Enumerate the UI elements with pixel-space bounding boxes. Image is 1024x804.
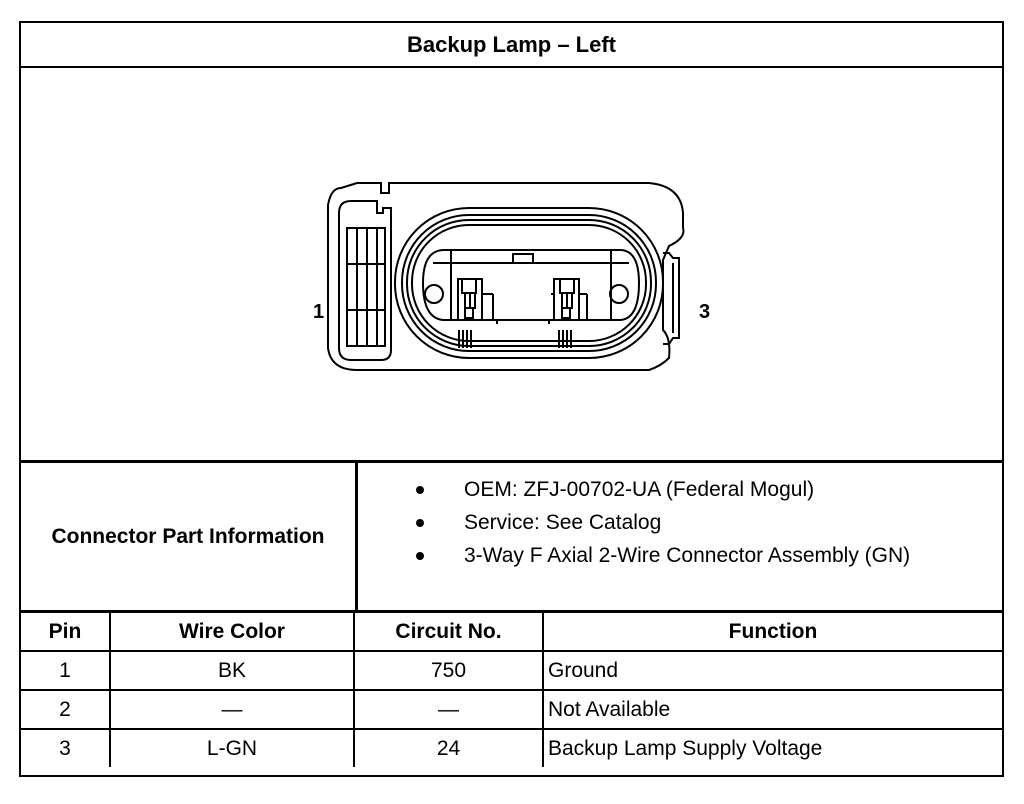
bullet-icon (416, 519, 424, 527)
connector-drawing-area: 1 3 (21, 68, 1002, 463)
connector-face-drawing: 1 3 (313, 182, 710, 371)
pin-label-3: 3 (699, 301, 710, 323)
connector-housing-outline (327, 182, 685, 371)
connector-lock-tab (663, 252, 680, 345)
cell-pin: 1 (21, 650, 111, 691)
connector-latch-outline (338, 200, 392, 361)
header-pin: Pin (21, 613, 111, 652)
header-function: Function (542, 613, 1002, 652)
connector-part-info-row: Connector Part Information OEM: ZFJ-0070… (21, 463, 1002, 613)
cell-function: Not Available (542, 689, 1002, 730)
bullet-icon (416, 486, 424, 494)
connector-part-info-label: Connector Part Information (21, 463, 358, 610)
connector-seal-ring-inner (411, 224, 647, 342)
header-circuit-no: Circuit No. (353, 613, 544, 652)
connector-part-info-list: OEM: ZFJ-00702-UA (Federal Mogul) Servic… (358, 473, 1002, 572)
table-row: 3 L-GN 24 Backup Lamp Supply Voltage (21, 728, 1002, 767)
header-wire-color: Wire Color (109, 613, 355, 652)
bullet-icon (416, 552, 424, 560)
connector-terminal (551, 278, 588, 348)
part-info-oem: OEM: ZFJ-00702-UA (Federal Mogul) (464, 478, 815, 501)
cell-circuit: — (353, 689, 544, 730)
cell-wire-color: L-GN (109, 728, 355, 767)
connector-terminal (457, 278, 494, 348)
table-row: 1 BK 750 Ground (21, 650, 1002, 691)
cell-pin: 3 (21, 728, 111, 767)
diagram-title: Backup Lamp – Left (21, 23, 1002, 68)
cell-function: Backup Lamp Supply Voltage (542, 728, 1002, 767)
part-info-item: OEM: ZFJ-00702-UA (Federal Mogul) (358, 473, 1002, 506)
connector-cavity-circle (424, 284, 444, 304)
pin-table: Pin Wire Color Circuit No. Function 1 BK… (21, 613, 1002, 767)
part-info-service: Service: See Catalog (464, 511, 662, 534)
cell-circuit: 750 (353, 650, 544, 691)
cell-function: Ground (542, 650, 1002, 691)
connector-info-frame: Backup Lamp – Left (19, 21, 1004, 777)
part-info-item: Service: See Catalog (358, 506, 1002, 539)
connector-seal-ring-outer (394, 207, 664, 359)
table-row: 2 — — Not Available (21, 689, 1002, 730)
pin-label-1: 1 (313, 301, 324, 323)
cell-wire-color: BK (109, 650, 355, 691)
cell-wire-color: — (109, 689, 355, 730)
part-info-description: 3-Way F Axial 2-Wire Connector Assembly … (464, 544, 911, 567)
cell-pin: 2 (21, 689, 111, 730)
part-info-item: 3-Way F Axial 2-Wire Connector Assembly … (358, 539, 1002, 572)
cell-circuit: 24 (353, 728, 544, 767)
pin-table-header: Pin Wire Color Circuit No. Function (21, 613, 1002, 652)
